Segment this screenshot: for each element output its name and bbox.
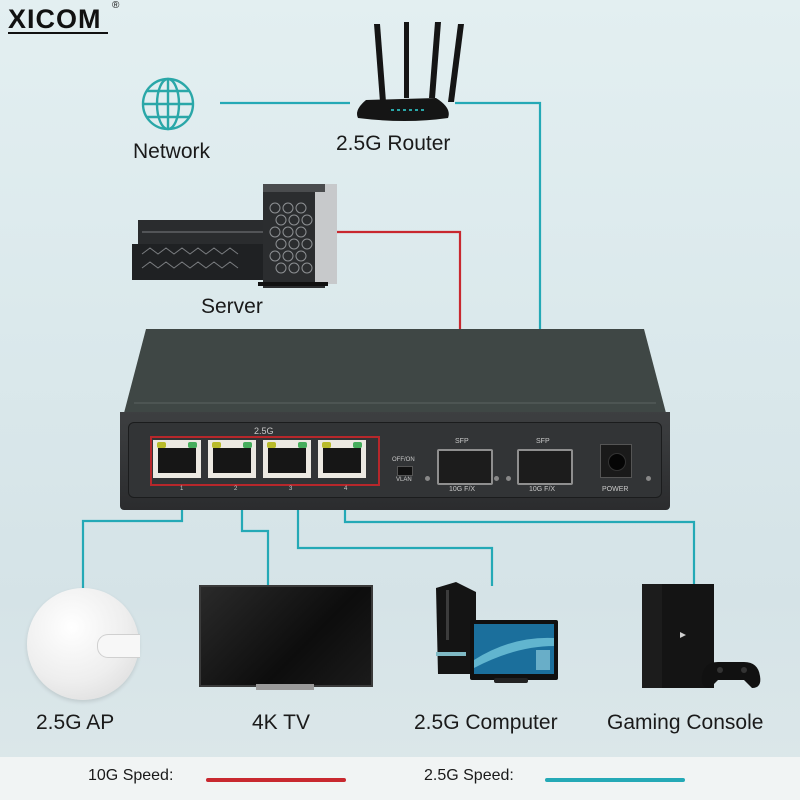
wire-port3-computer bbox=[296, 478, 494, 586]
link-led bbox=[212, 442, 221, 448]
port-number: 2 bbox=[234, 486, 238, 492]
vlan-switch-bottom-label: VLAN bbox=[396, 477, 412, 483]
vlan-toggle[interactable] bbox=[397, 466, 413, 476]
server-icon bbox=[132, 184, 337, 288]
game-console-icon bbox=[642, 584, 761, 688]
port-number: 1 bbox=[180, 486, 184, 492]
link-led bbox=[157, 442, 166, 448]
computer-label: 2.5G Computer bbox=[414, 711, 558, 734]
power-label: POWER bbox=[602, 486, 629, 493]
logo-underline bbox=[8, 32, 108, 34]
sfp-port-1[interactable] bbox=[437, 449, 493, 485]
link-led bbox=[322, 442, 331, 448]
access-point-badge bbox=[97, 634, 140, 658]
rj45-port-group bbox=[150, 436, 380, 486]
sfp-port-2[interactable] bbox=[517, 449, 573, 485]
power-jack[interactable] bbox=[600, 444, 632, 478]
sfp1-bottom-label: 10G F/X bbox=[449, 486, 476, 493]
tv-stand bbox=[256, 684, 314, 690]
sfp2-bottom-label: 10G F/X bbox=[529, 486, 556, 493]
port-socket bbox=[323, 448, 361, 473]
indicator-dot bbox=[494, 476, 499, 481]
power-led bbox=[646, 476, 651, 481]
port-socket bbox=[158, 448, 196, 473]
link-led bbox=[267, 442, 276, 448]
port-socket bbox=[213, 448, 251, 473]
legend-2-5g-line bbox=[545, 778, 685, 782]
sfp1-top-label: SFP bbox=[455, 438, 469, 445]
indicator-dot bbox=[425, 476, 430, 481]
port-group-label: 2.5G bbox=[254, 426, 274, 436]
port-number: 3 bbox=[289, 486, 293, 492]
rj45-port-2[interactable] bbox=[208, 440, 256, 478]
tv-label: 4K TV bbox=[252, 711, 310, 734]
desktop-computer-icon bbox=[436, 582, 558, 683]
port-socket bbox=[268, 448, 306, 473]
brand-logo: XICOM bbox=[8, 4, 102, 34]
switch-top-surface bbox=[124, 329, 666, 413]
server-label: Server bbox=[201, 295, 263, 318]
activity-led bbox=[353, 442, 362, 448]
activity-led bbox=[243, 442, 252, 448]
port-number: 4 bbox=[344, 486, 348, 492]
rj45-port-1[interactable] bbox=[153, 440, 201, 478]
vlan-switch-top-label: OFF/ON bbox=[392, 457, 415, 463]
legend-10g-label: 10G Speed: bbox=[88, 767, 174, 784]
activity-led bbox=[298, 442, 307, 448]
wire-router-sfp2 bbox=[455, 101, 542, 438]
tv-icon bbox=[199, 585, 373, 687]
legend-10g-line bbox=[206, 778, 346, 782]
indicator-dot bbox=[506, 476, 511, 481]
rj45-port-3[interactable] bbox=[263, 440, 311, 478]
router-icon bbox=[357, 22, 464, 121]
rj45-port-4[interactable] bbox=[318, 440, 366, 478]
ap-label: 2.5G AP bbox=[36, 711, 115, 734]
registered-mark: ® bbox=[112, 0, 120, 11]
sfp2-top-label: SFP bbox=[536, 438, 550, 445]
legend-2-5g-label: 2.5G Speed: bbox=[424, 767, 514, 784]
router-label: 2.5G Router bbox=[336, 132, 451, 155]
network-label: Network bbox=[133, 140, 211, 163]
console-label: Gaming Console bbox=[607, 711, 764, 734]
activity-led bbox=[188, 442, 197, 448]
globe-icon bbox=[141, 77, 195, 131]
